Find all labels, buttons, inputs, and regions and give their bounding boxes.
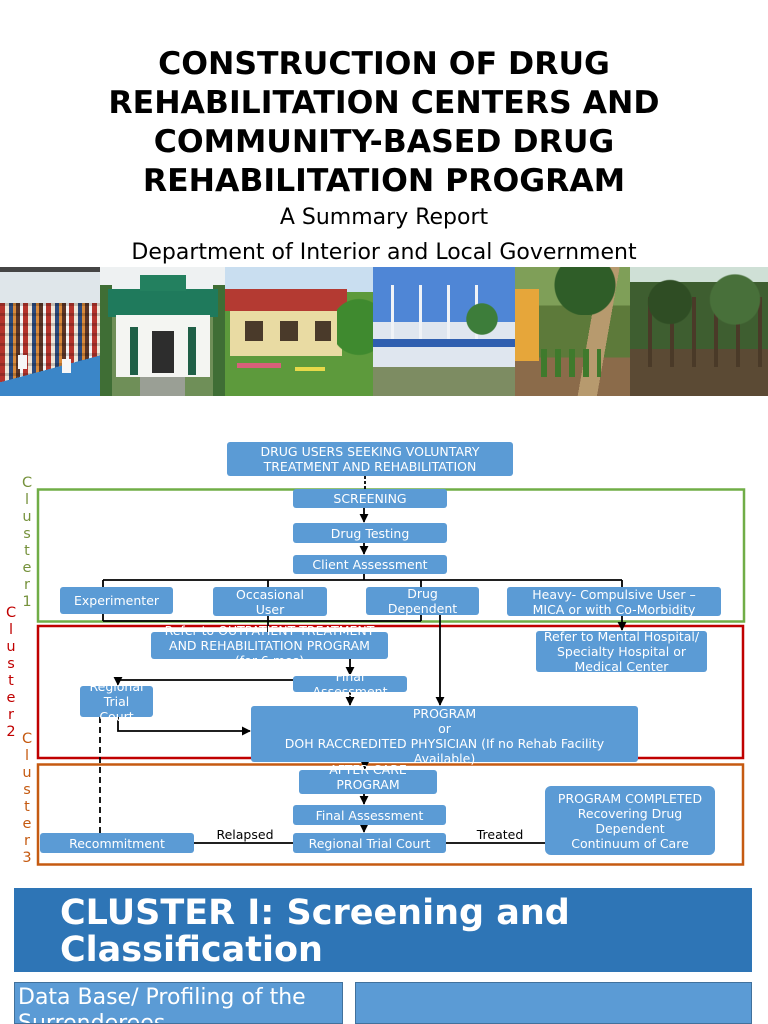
node-label: Final Assessment (312, 669, 388, 699)
node-label: Heavy- Compulsive User – MICA or with Co… (532, 586, 696, 617)
cluster-label-letter: t (24, 798, 30, 815)
node-label: Drug Dependent (387, 586, 458, 616)
regional-trial-court-node: Regional Trial Court (80, 679, 153, 724)
cluster-label-letter: l (8, 621, 14, 638)
final-assessment-node: Final Assessment (293, 669, 407, 699)
title-line: REHABILITATION PROGRAM (142, 163, 626, 199)
node-label: PROGRAM or DOH RACCREDITED PHYSICIAN (If… (284, 706, 605, 766)
cluster-label-letter: e (22, 559, 32, 576)
cluster-label-letter: 2 (6, 723, 16, 740)
node-label: Refer to OUTPATIENT TREATMENT AND REHABI… (164, 623, 375, 668)
cluster-label-letter: 3 (22, 849, 32, 866)
cluster-label-letter: e (6, 689, 16, 706)
cluster-label-letter: s (7, 655, 15, 672)
recommitment-node: Recommitment (40, 833, 194, 853)
node-label: Final Assessment (315, 807, 424, 823)
node-label: Regional Trial Court (89, 679, 144, 724)
relapsed-label: Relapsed (216, 826, 274, 842)
title-line: CONSTRUCTION OF DRUG (158, 46, 610, 82)
node-label: AFTER CARE PROGRAM (329, 762, 407, 792)
screening-node: SCREENING (293, 489, 447, 508)
table-cell-text: Data Base/ Profiling of the Surrenderees (18, 985, 306, 1024)
occasional-user-node: Occasional User (213, 586, 327, 617)
node-label: PROGRAM COMPLETED Recovering Drug Depend… (557, 790, 703, 851)
cluster-label-letter: e (22, 815, 32, 832)
treated-label: Treated (476, 826, 524, 842)
document-title: CONSTRUCTION OF DRUG REHABILITATION CENT… (0, 45, 768, 201)
connector-arrow (117, 717, 251, 736)
cluster-label-letter: u (6, 638, 16, 655)
photo-house (225, 267, 373, 396)
photo-trees (630, 267, 768, 396)
cluster-label-letter: s (23, 525, 31, 542)
section-banner: CLUSTER I: Screening and Classification (14, 888, 752, 972)
cluster-label-letter: t (8, 672, 14, 689)
drug-testing-node: Drug Testing (293, 523, 447, 543)
cluster-label-letter: r (8, 706, 14, 723)
residential-program-node: PROGRAM or DOH RACCREDITED PHYSICIAN (If… (251, 706, 638, 766)
final-assessment-node: Final Assessment (293, 805, 446, 825)
node-label: DRUG USERS SEEKING VOLUNTARY TREATMENT A… (260, 444, 480, 474)
cluster-label-letter: l (24, 747, 30, 764)
organization-name: Department of Interior and Local Governm… (131, 240, 637, 265)
cluster-label-letter: u (22, 764, 32, 781)
section-title: CLUSTER I: Screening and Classification (60, 892, 570, 970)
mental-hospital-referral-node: Refer to Mental Hospital/ Specialty Hosp… (536, 629, 707, 674)
title-line: COMMUNITY-BASED DRUG (153, 124, 615, 160)
node-label: Client Assessment (312, 557, 428, 572)
cluster-label-letter: C (5, 604, 17, 621)
node-label: Refer to Mental Hospital/ Specialty Hosp… (543, 629, 700, 674)
connector-line (102, 580, 623, 587)
node-label: Recommitment (69, 835, 165, 851)
photo-facility (373, 267, 515, 396)
outpatient-referral-node: Refer to OUTPATIENT TREATMENT AND REHABI… (151, 623, 388, 668)
heavy-user-node: Heavy- Compulsive User – MICA or with Co… (507, 586, 721, 617)
program-completed-node: PROGRAM COMPLETED Recovering Drug Depend… (545, 786, 715, 855)
node-label: Regional Trial Court (308, 835, 431, 851)
cluster-label-letter: r (24, 576, 30, 593)
cluster-label-letter: C (21, 730, 33, 747)
intake-node: DRUG USERS SEEKING VOLUNTARY TREATMENT A… (227, 442, 513, 476)
cluster-3-frame (36, 763, 745, 866)
document-subtitle: A Summary Report (279, 205, 489, 230)
title-line: REHABILITATION CENTERS AND (108, 85, 660, 121)
photo-crowd (0, 267, 100, 396)
photo-rehab-building (100, 267, 225, 396)
cluster-label-letter: u (22, 508, 32, 525)
photo-garden (515, 267, 630, 396)
node-label: SCREENING (333, 491, 407, 506)
after-care-node: AFTER CARE PROGRAM (299, 762, 437, 794)
cluster-label-letter: s (23, 781, 31, 798)
table-cell-empty (355, 982, 752, 1024)
cluster-label-letter: 1 (22, 593, 32, 610)
connector-line (102, 614, 422, 632)
cluster-label-letter: C (21, 474, 33, 491)
client-assessment-node: Client Assessment (293, 555, 447, 574)
drug-dependent-node: Drug Dependent (366, 586, 479, 616)
node-label: Experimenter (73, 593, 160, 608)
cluster-label-letter: r (24, 832, 30, 849)
table-cell-profiling: Data Base/ Profiling of the Surrenderees (14, 982, 343, 1024)
regional-trial-court-node: Regional Trial Court (293, 833, 446, 853)
node-label: Occasional User (236, 586, 304, 617)
experimenter-node: Experimenter (60, 587, 173, 614)
cluster-label-letter: l (24, 491, 30, 508)
cluster-label-letter: t (24, 542, 30, 559)
connector-arrow (113, 676, 293, 686)
node-label: Drug Testing (330, 525, 410, 541)
